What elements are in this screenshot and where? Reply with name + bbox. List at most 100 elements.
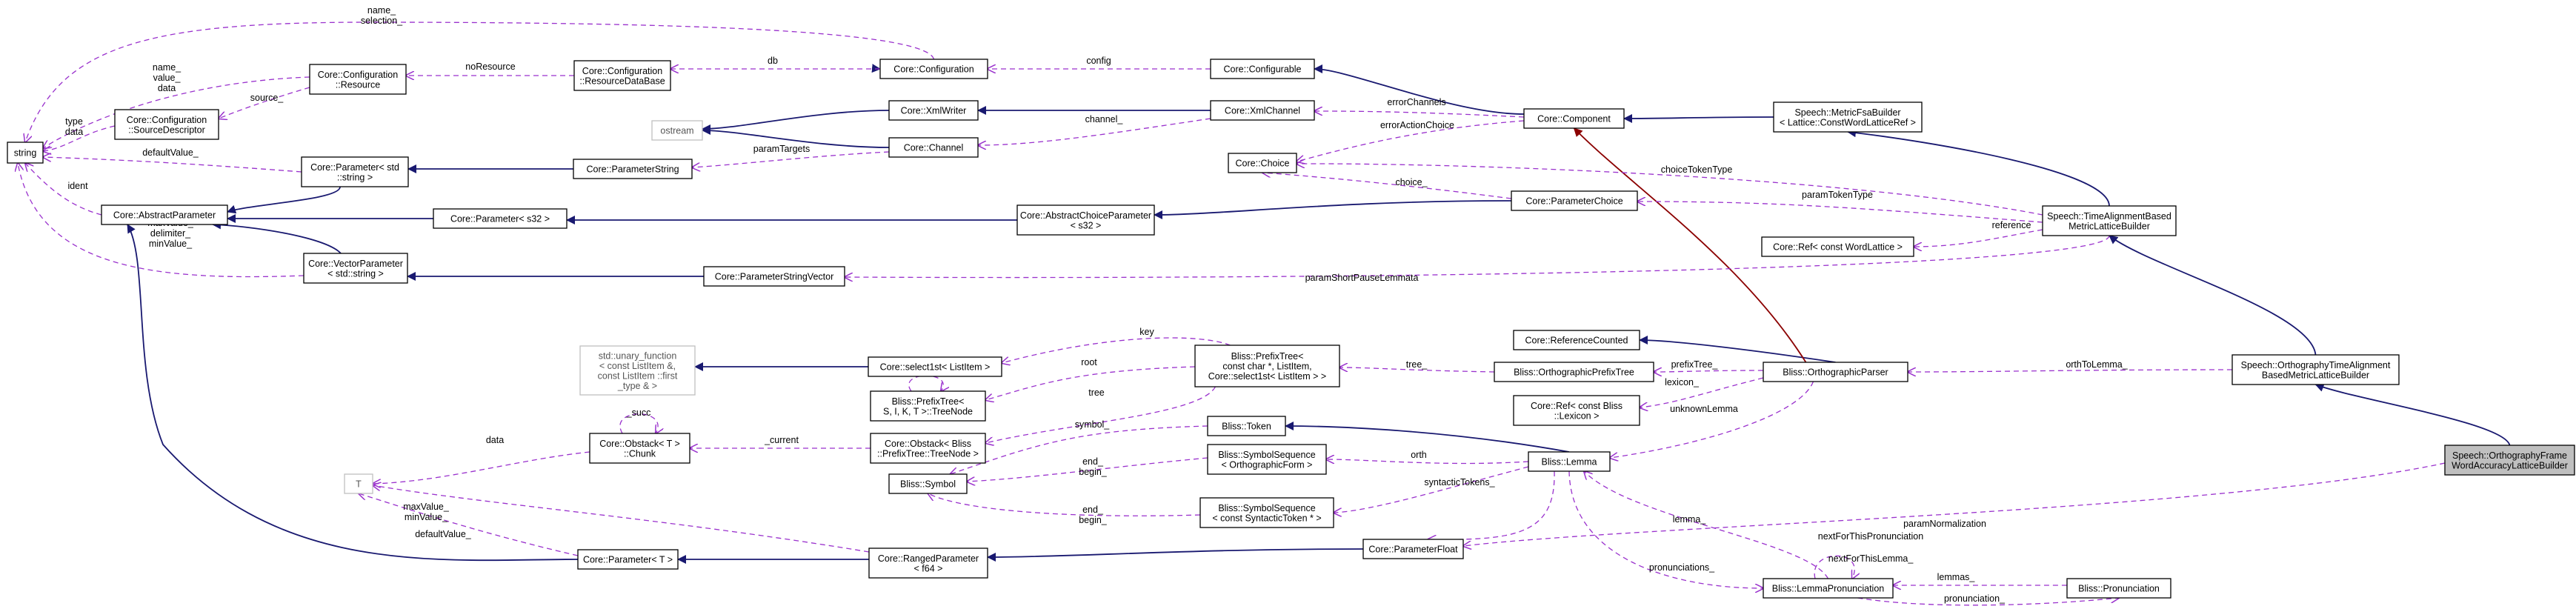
inheritance-edge [1847,128,2110,207]
node-box [1199,497,1334,528]
edge-label-lexicon: lexicon_ [1665,377,1700,387]
node-label: Bliss::OrthographicPrefixTree [1514,367,1634,378]
node-label: Core::Obstack< Bliss::PrefixTree::TreeNo… [877,439,979,459]
edge-label-data-t: data [486,435,504,445]
node-label: string [14,148,37,159]
node-label: ostream [660,126,693,136]
node-core-abstractchoiceparameter[interactable]: Core::AbstractChoiceParameter< s32 > [1016,204,1155,236]
edge-label-nextforthislemma: nextForThisLemma_ [1828,553,1914,564]
edge-label-erroractionchoice: errorActionChoice [1380,120,1454,130]
node-bliss-symbolsequence-syntactic[interactable]: Bliss::SymbolSequence< const SyntacticTo… [1199,497,1334,528]
node-bliss-lemma[interactable]: Bliss::Lemma [1528,451,1611,472]
usage-edge [967,457,1208,482]
node-core-select1st[interactable]: Core::select1st< ListItem > [868,356,1002,377]
node-box [1513,330,1640,350]
edge-label-defaultvalue-string: defaultValue_ [142,147,199,158]
node-box [577,549,679,570]
node-bliss-orthographicprefixtree[interactable]: Bliss::OrthographicPrefixTree [1494,362,1654,382]
edge-label-root: root [1081,357,1097,367]
inheritance-edge [127,224,579,562]
node-string[interactable]: string [7,142,44,164]
node-box [2444,445,2575,476]
inheritance-edge [227,186,341,214]
node-core-parameterfloat[interactable]: Core::ParameterFloat [1362,539,1464,559]
edge-label-unknownlemma: unknownLemma [1670,404,1738,414]
node-core-parameter-s32[interactable]: Core::Parameter< s32 > [433,208,568,229]
node-bliss-symbolsequence-orthographic[interactable]: Bliss::SymbolSequence< OrthographicForm … [1207,444,1327,475]
edge-label-symbol: symbol_ [1075,419,1111,430]
node-bliss-lemmapronunciation[interactable]: Bliss::LemmaPronunciation [1763,578,1894,599]
node-core-configurable[interactable]: Core::Configurable [1210,59,1315,79]
edge-label-tree-obstack: tree [1088,387,1105,398]
usage-edge [619,413,658,433]
edge-label-orth: orth [1411,450,1427,460]
node-bliss-token[interactable]: Bliss::Token [1207,416,1286,436]
node-core-xmlchannel[interactable]: Core::XmlChannel [1210,100,1315,121]
node-core-ref-const-wordlattice[interactable]: Core::Ref< const WordLattice > [1761,236,1914,257]
node-core-referencecounted[interactable]: Core::ReferenceCounted [1513,330,1640,350]
node-box [1194,345,1340,387]
usage-edge [373,485,870,553]
node-label: Speech::MetricFsaBuilder< Lattice::Const… [1780,107,1916,128]
node-box [1494,362,1654,382]
node-core-parameter-std-string[interactable]: Core::Parameter< std::string > [301,156,409,187]
node-core-channel[interactable]: Core::Channel [888,137,979,158]
usage-edge [1654,370,1764,372]
node-core-configuration-sourcedescriptor[interactable]: Core::Configuration::SourceDescriptor [114,109,219,140]
node-core-ref-const-bliss-lexicon[interactable]: Core::Ref< const Bliss::Lexicon > [1513,395,1640,426]
node-core-rangedparameter[interactable]: Core::RangedParameter< f64 > [868,548,988,579]
inheritance-edge [1285,422,1570,453]
node-bliss-pronunciation[interactable]: Bliss::Pronunciation [2066,578,2171,599]
node-core-parameterchoice[interactable]: Core::ParameterChoice [1511,190,1638,211]
node-box [1513,395,1640,426]
node-core-configuration-resourcedatabase[interactable]: Core::Configuration::ResourceDataBase [573,60,671,91]
usage-edge [43,125,116,151]
node-label: Core::Choice [1236,159,1290,169]
edge-label-choicetokentype: choiceTokenType [1661,164,1733,175]
node-box [870,390,986,422]
usage-edge [692,151,890,167]
node-box [309,64,407,95]
node-bliss-prefixtree[interactable]: Bliss::PrefixTree<const char *, ListItem… [1194,345,1340,387]
inheritance-edge [702,110,890,133]
node-box [651,120,703,141]
node-t[interactable]: T [344,473,373,494]
node-label: Core::ParameterChoice [1525,196,1623,207]
node-label: Core::AbstractParameter [113,210,216,221]
node-box [1761,236,1914,257]
node-label: Core::Ref< const WordLattice > [1773,242,1903,253]
node-box [2231,354,2400,385]
node-core-component[interactable]: Core::Component [1523,108,1625,129]
node-core-obstack-chunk[interactable]: Core::Obstack< T >::Chunk [589,433,690,464]
node-core-abstractparameter[interactable]: Core::AbstractParameter [101,204,228,225]
usage-edge [1637,202,2043,223]
node-core-parameterstringvector[interactable]: Core::ParameterStringVector [703,266,845,287]
node-std-unary-function[interactable]: std::unary_function< const ListItem &,co… [579,345,696,396]
edge-label-end-begin-1: end_begin_ [1079,456,1108,477]
node-bliss-prefixtree-treenode[interactable]: Bliss::PrefixTree<S, I, K, T >::TreeNode [870,390,986,422]
node-label: Core::VectorParameter< std::string > [308,259,403,279]
node-label: Core::RangedParameter< f64 > [878,553,979,574]
node-ostream[interactable]: ostream [651,120,703,141]
node-core-xmlwriter[interactable]: Core::XmlWriter [888,100,979,121]
node-label: Core::Configuration [893,64,974,75]
usage-edge [1584,471,1829,579]
node-core-choice[interactable]: Core::Choice [1228,153,1297,173]
node-core-parameter-t[interactable]: Core::Parameter< T > [577,549,679,570]
usage-edge [1262,173,1512,199]
edge-label-pronunciations: pronunciations_ [1649,562,1715,573]
node-bliss-symbol[interactable]: Bliss::Symbol [888,473,968,494]
node-core-parameterstring[interactable]: Core::ParameterString [573,159,693,179]
node-core-configuration-resource[interactable]: Core::Configuration::Resource [309,64,407,95]
node-box [1773,102,1923,133]
node-core-vectorparameter[interactable]: Core::VectorParameter< std::string > [303,253,408,284]
node-bliss-orthographicparser[interactable]: Bliss::OrthographicParser [1763,362,1908,382]
node-core-obstack-bliss[interactable]: Core::Obstack< Bliss::PrefixTree::TreeNo… [870,433,986,464]
node-speech-metricfsabuilder[interactable]: Speech::MetricFsaBuilder< Lattice::Const… [1773,102,1923,133]
node-box [303,253,408,284]
node-core-configuration[interactable]: Core::Configuration [879,59,988,79]
